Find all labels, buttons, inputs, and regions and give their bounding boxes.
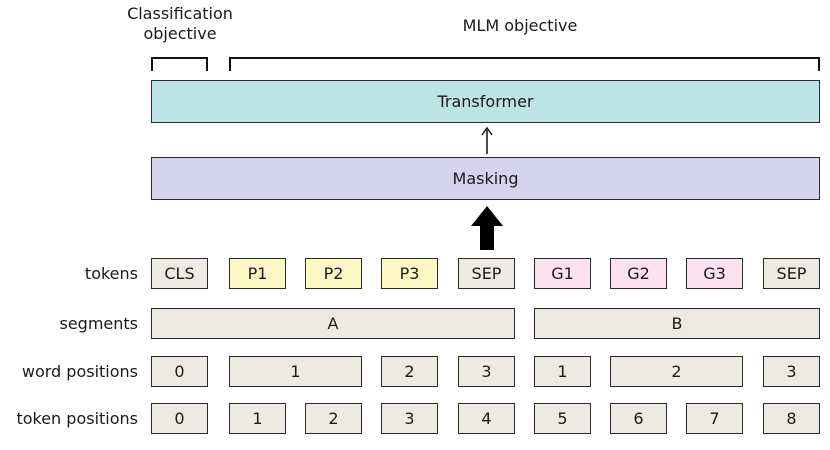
thick-arrow-icon (471, 206, 503, 250)
segment-b: B (534, 308, 820, 339)
segments-row-label: segments (59, 314, 138, 333)
classification-label-line1: Classification (127, 4, 233, 23)
token-sep-b: SEP (763, 258, 820, 289)
token-p2: P2 (305, 258, 362, 289)
word-position-cell: 2 (381, 356, 438, 387)
token-position-cell: 3 (381, 403, 438, 434)
classification-bracket (151, 57, 208, 71)
word-position-cell: 0 (151, 356, 208, 387)
word-position-cell: 2 (610, 356, 743, 387)
token-g1: G1 (534, 258, 591, 289)
mlm-bracket (229, 57, 820, 71)
token-p1: P1 (229, 258, 286, 289)
word-position-cell: 3 (763, 356, 820, 387)
token-position-cell: 2 (305, 403, 362, 434)
mlm-objective-label: MLM objective (462, 16, 578, 35)
word-positions-row-label: word positions (21, 362, 138, 381)
word-position-cell: 1 (229, 356, 362, 387)
token-p3: P3 (381, 258, 438, 289)
token-sep-a: SEP (458, 258, 515, 289)
thin-arrow-icon (481, 126, 493, 154)
word-position-cell: 3 (458, 356, 515, 387)
token-position-cell: 0 (151, 403, 208, 434)
masking-layer: Masking (151, 157, 820, 200)
token-position-cell: 5 (534, 403, 591, 434)
classification-label-line2: objective (143, 24, 217, 43)
token-positions-row-label: token positions (16, 409, 138, 428)
segment-a: A (151, 308, 515, 339)
tokens-row-label: tokens (84, 264, 138, 283)
token-position-cell: 7 (686, 403, 743, 434)
token-g3: G3 (686, 258, 743, 289)
word-position-cell: 1 (534, 356, 591, 387)
token-position-cell: 6 (610, 403, 667, 434)
token-cls: CLS (151, 258, 208, 289)
classification-objective-label: Classification objective (110, 4, 250, 44)
token-position-cell: 4 (458, 403, 515, 434)
token-g2: G2 (610, 258, 667, 289)
transformer-layer: Transformer (151, 80, 820, 123)
token-position-cell: 8 (763, 403, 820, 434)
token-position-cell: 1 (229, 403, 286, 434)
